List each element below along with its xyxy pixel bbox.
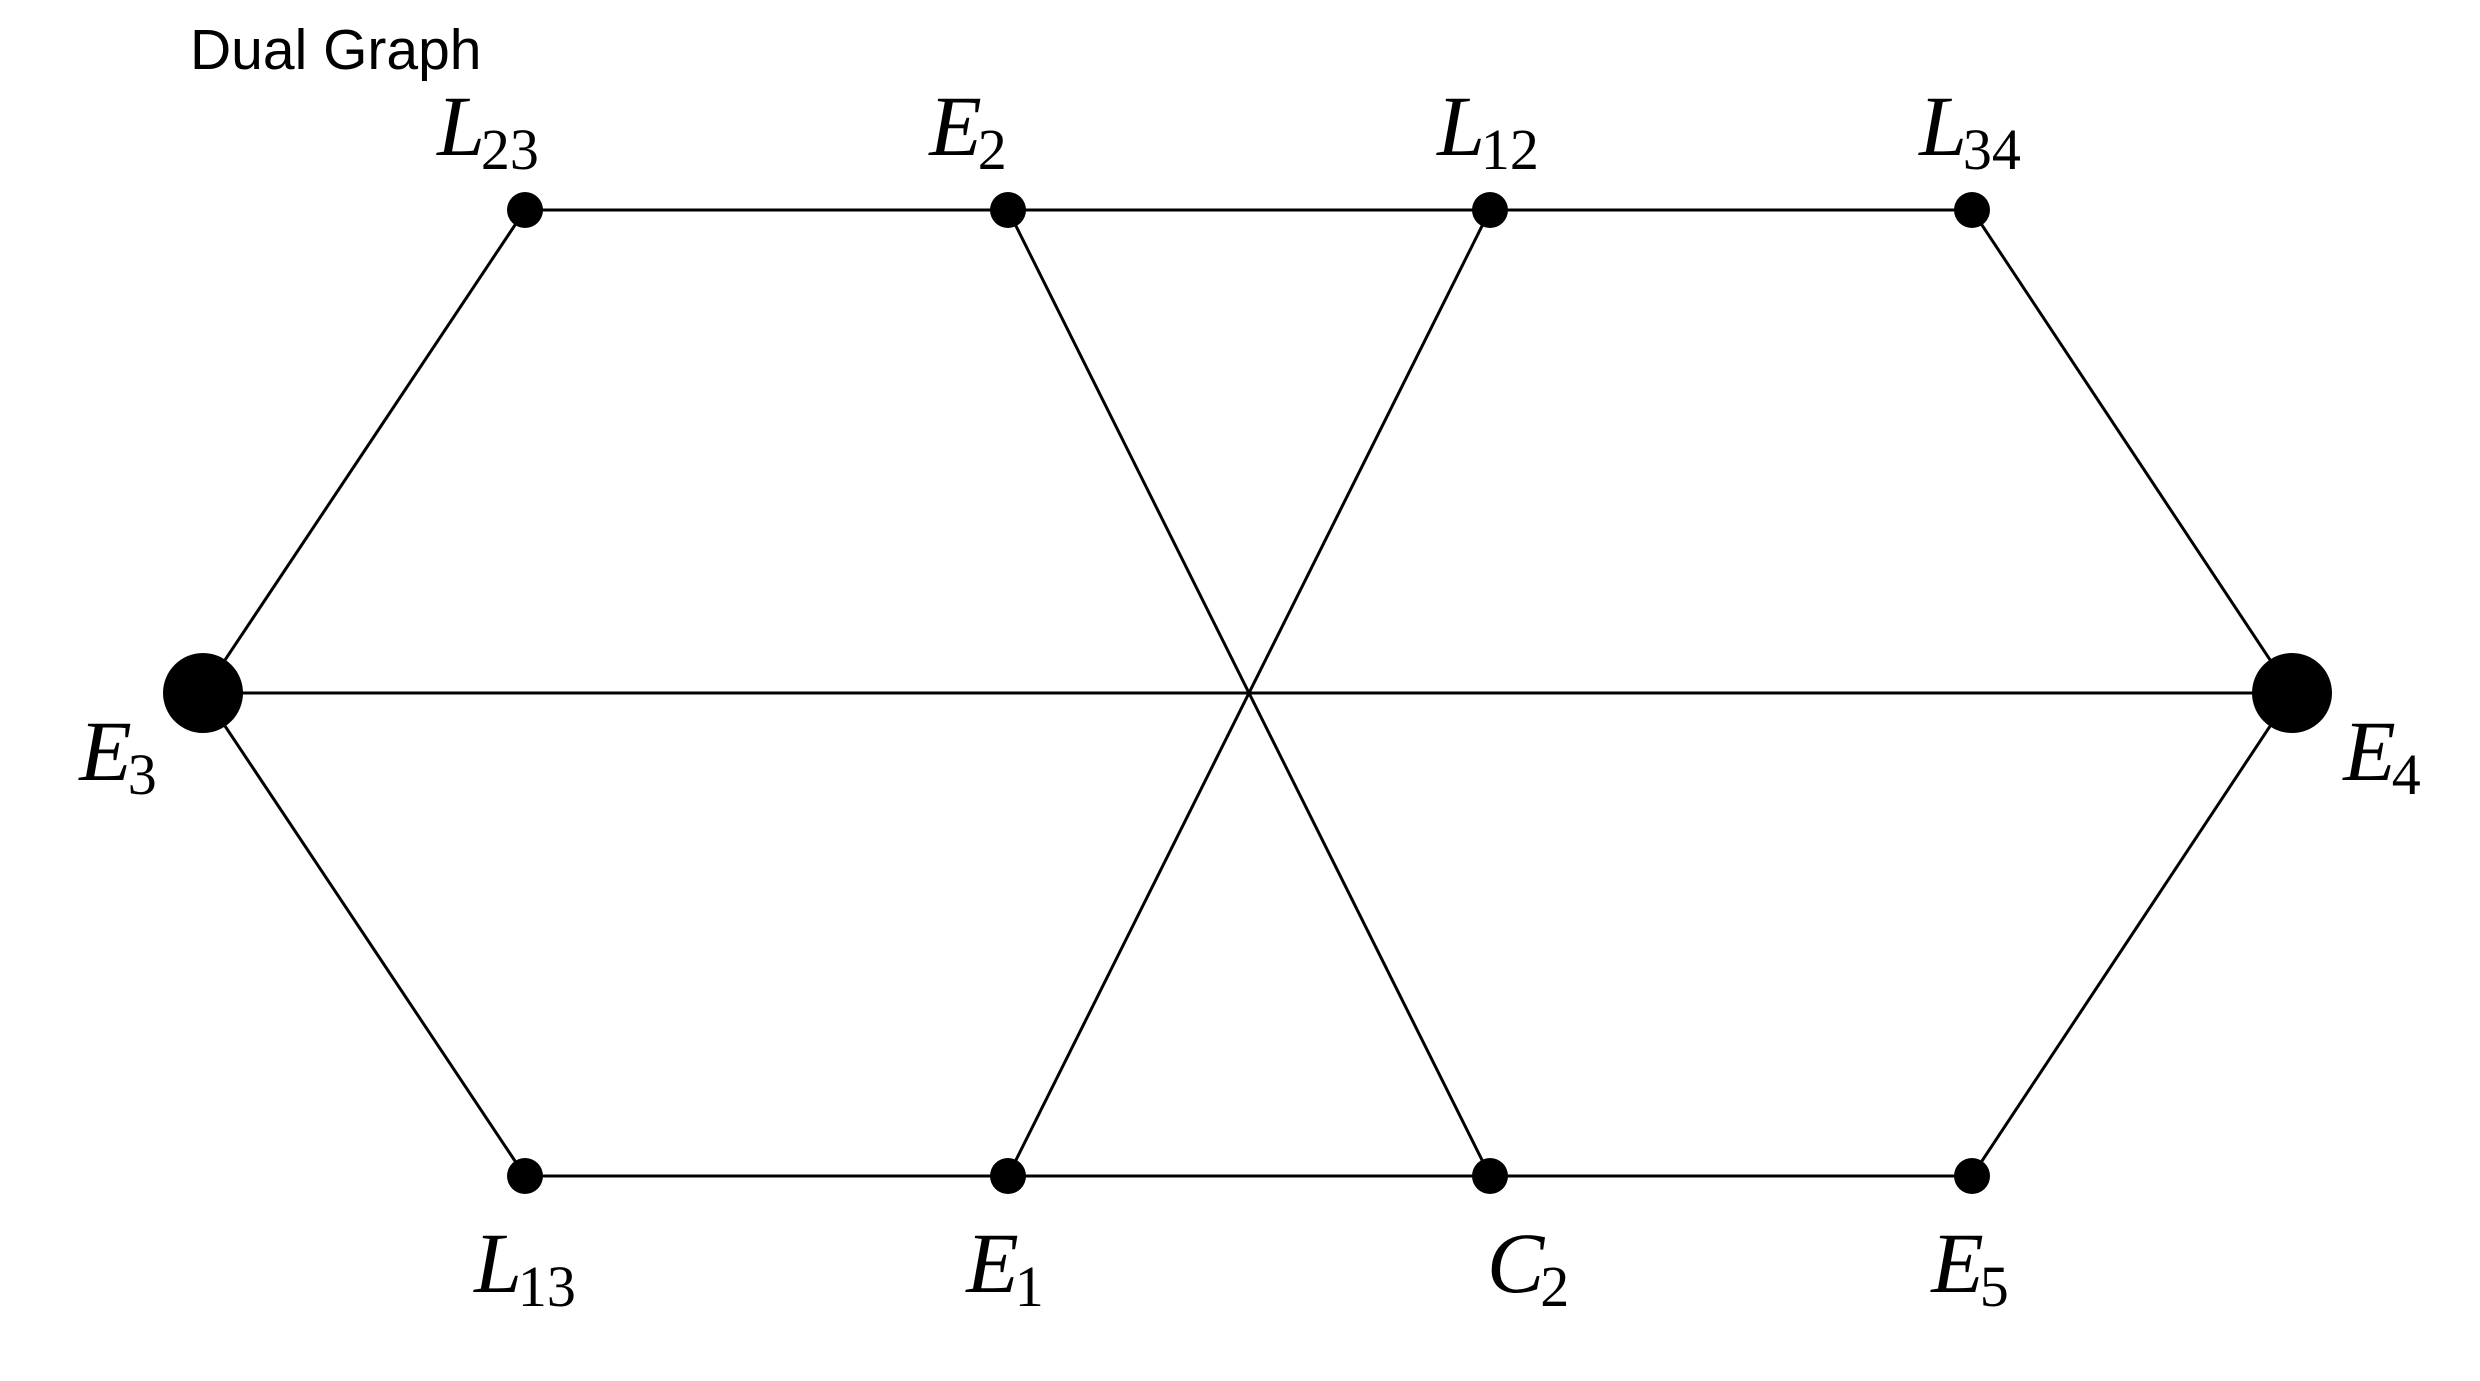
node-label-L12: L12 [1435, 78, 1539, 182]
node-C2 [1472, 1158, 1508, 1194]
node-E5 [1954, 1158, 1990, 1194]
node-E1 [990, 1158, 1026, 1194]
edges-layer [201, 208, 2294, 1178]
node-label-E4: E4 [2341, 703, 2421, 807]
node-label-E3: E3 [77, 703, 157, 807]
node-E2 [990, 192, 1026, 228]
edge-E4-E5 [1970, 692, 2294, 1177]
edge-L12-E1 [1006, 209, 1492, 1177]
node-label-L23: L23 [435, 78, 539, 182]
node-label-E5: E5 [1929, 1215, 2009, 1319]
node-L12 [1472, 192, 1508, 228]
edge-E3-L23 [201, 209, 527, 694]
node-E4 [2252, 653, 2332, 733]
diagram-title: Dual Graph [190, 18, 482, 82]
node-label-E1: E1 [964, 1215, 1044, 1319]
nodes-layer [163, 192, 2332, 1194]
node-L23 [507, 192, 543, 228]
node-label-L34: L34 [1917, 78, 2021, 182]
node-L34 [1954, 192, 1990, 228]
node-label-E2: E2 [927, 78, 1007, 182]
edge-E4-L34 [1970, 209, 2294, 694]
node-label-C2: C2 [1487, 1215, 1569, 1319]
node-E3 [163, 653, 243, 733]
node-L13 [507, 1158, 543, 1194]
node-label-L13: L13 [472, 1215, 576, 1319]
edge-E3-L13 [201, 692, 527, 1177]
